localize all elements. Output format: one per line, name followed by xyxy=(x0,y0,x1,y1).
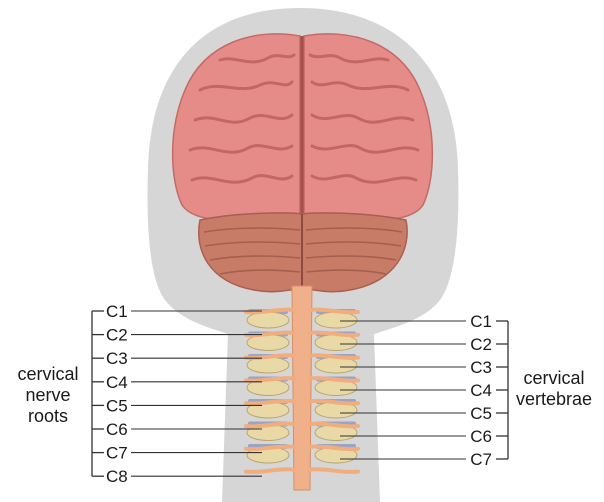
vertebra-right xyxy=(314,311,358,329)
vertebra-label-c6: C6 xyxy=(470,427,492,446)
nerve-root-left xyxy=(244,307,296,315)
left-caption-line-2: nerve xyxy=(25,385,70,405)
cerebellum xyxy=(198,212,408,293)
nerve-root-right xyxy=(308,375,360,383)
nerve-root-label-c1: C1 xyxy=(106,302,128,321)
nerve-root-label-c3: C3 xyxy=(106,349,128,368)
right-caption-line-2: vertebrae xyxy=(516,389,592,409)
left-caption-line-3: roots xyxy=(28,406,68,426)
vertebra-label-c5: C5 xyxy=(470,404,492,423)
nerve-root-right xyxy=(308,467,360,475)
right-caption-line-1: cervical xyxy=(523,368,584,388)
nerve-root-right xyxy=(308,444,360,452)
cerebrum xyxy=(171,33,434,221)
vertebra-label-c1: C1 xyxy=(470,312,492,331)
nerve-root-label-c4: C4 xyxy=(106,373,128,392)
spinal-cord xyxy=(291,285,313,491)
nerve-root-label-c6: C6 xyxy=(106,420,128,439)
nerve-root-right xyxy=(308,421,360,429)
nerve-root-left xyxy=(244,421,296,429)
nerve-root-right xyxy=(308,398,360,406)
vertebra-label-c3: C3 xyxy=(470,358,492,377)
left-caption-line-1: cervical xyxy=(17,364,78,384)
nerve-root-left xyxy=(244,467,296,475)
nerve-root-left xyxy=(244,398,296,406)
nerve-root-right xyxy=(308,307,360,315)
vertebra-label-c7: C7 xyxy=(470,450,492,469)
nerve-root-left xyxy=(244,375,296,383)
cervical-vertebrae-column xyxy=(244,307,360,475)
vertebra-label-c2: C2 xyxy=(470,335,492,354)
nerve-root-right xyxy=(308,353,360,361)
vertebra-label-c4: C4 xyxy=(470,381,492,400)
vertebra-left xyxy=(246,311,290,329)
nerve-root-right xyxy=(308,330,360,338)
nerve-root-label-c5: C5 xyxy=(106,396,128,415)
nerve-root-label-c7: C7 xyxy=(106,444,128,463)
nerve-root-label-c8: C8 xyxy=(106,467,128,486)
nerve-root-left xyxy=(244,444,296,452)
nerve-root-label-c2: C2 xyxy=(106,326,128,345)
